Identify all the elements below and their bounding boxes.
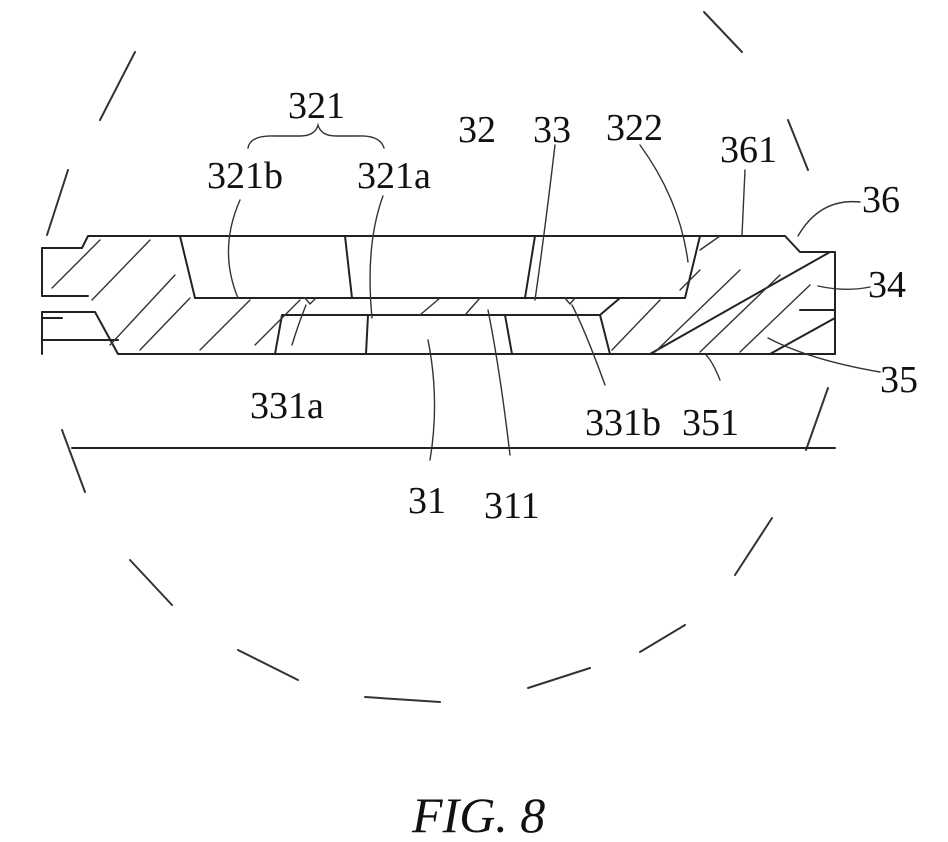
label-321: 321 <box>288 85 345 127</box>
label-331b: 331b <box>585 402 661 444</box>
label-36: 36 <box>862 179 900 221</box>
label-361: 361 <box>720 129 777 171</box>
label-331a: 331a <box>250 385 324 427</box>
detail-circle-dashes <box>47 12 828 702</box>
label-321b: 321b <box>207 155 283 197</box>
label-321a: 321a <box>357 155 431 197</box>
label-351: 351 <box>682 402 739 444</box>
label-322: 322 <box>606 107 663 149</box>
label-35: 35 <box>880 359 918 401</box>
label-32: 32 <box>458 109 496 151</box>
label-311: 311 <box>484 485 540 527</box>
reference-labels: 321 321b 321a 32 33 322 361 36 34 35 331… <box>207 85 918 527</box>
figure-caption: FIG. 8 <box>411 787 545 842</box>
label-34: 34 <box>868 264 906 306</box>
label-31: 31 <box>408 480 446 522</box>
label-33: 33 <box>533 109 571 151</box>
leader-lines <box>228 125 880 460</box>
